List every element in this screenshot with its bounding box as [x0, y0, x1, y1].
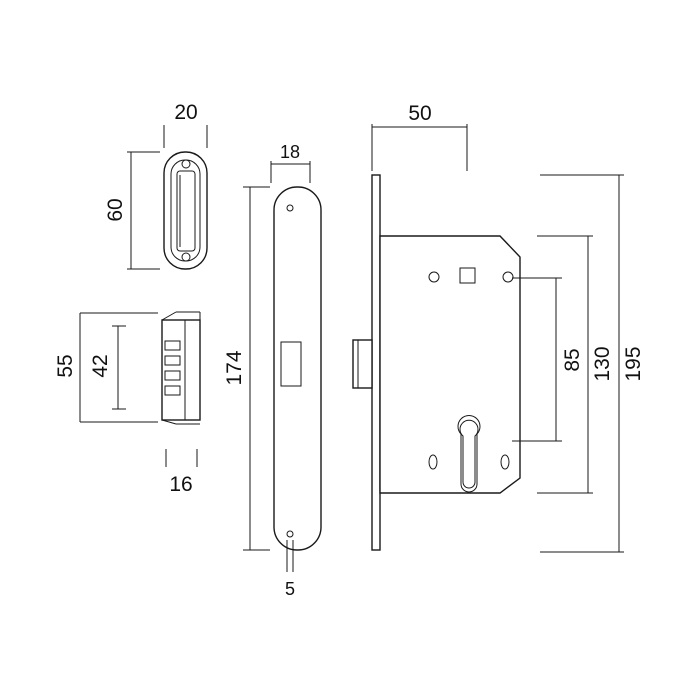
dim-backset: 50	[408, 102, 431, 125]
dim-latch-outer: 55	[54, 354, 77, 377]
dim-latch-depth: 16	[169, 473, 192, 496]
latch-bolt: 55 42 16	[54, 311, 201, 496]
dim-strike-width: 20	[174, 101, 197, 124]
lock-body: 50 85 130 195	[352, 102, 645, 553]
strike-plate: 20 60	[104, 101, 208, 270]
dim-center-distance: 85	[561, 348, 584, 371]
dim-total-height: 195	[622, 346, 645, 381]
dim-latch-inner: 42	[89, 354, 112, 377]
faceplate: 18 174 5	[223, 142, 322, 599]
dim-screw-hole: 5	[285, 579, 295, 599]
dim-strike-height: 60	[104, 198, 127, 221]
dim-faceplate-length: 174	[223, 350, 246, 385]
dim-faceplate-width: 18	[280, 142, 300, 162]
dim-case-height: 130	[591, 346, 614, 381]
